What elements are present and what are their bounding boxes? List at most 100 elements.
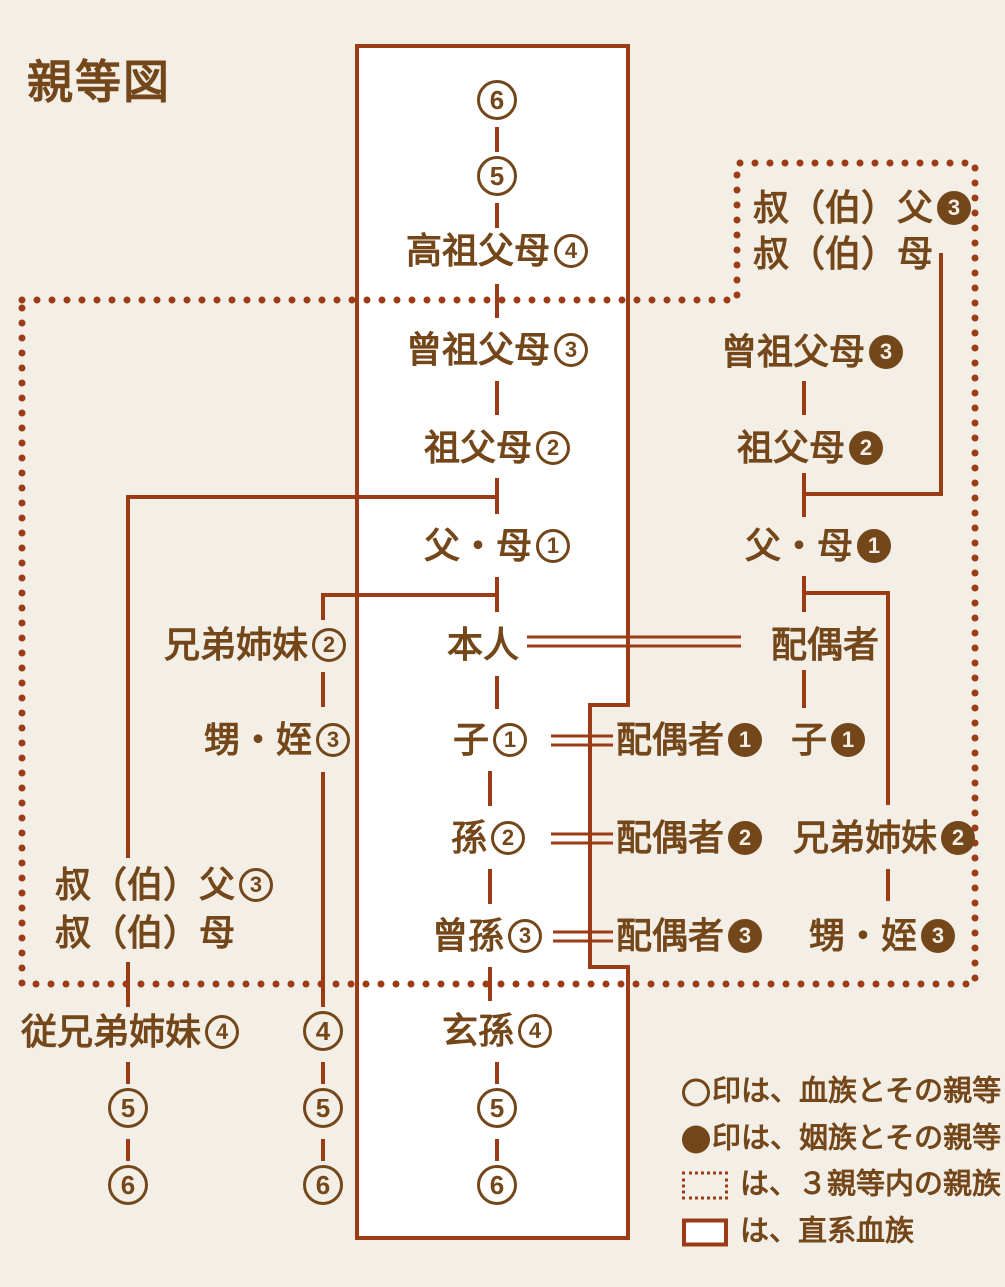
- node-oba_l: 叔（伯）母: [55, 915, 235, 951]
- degree-badge: 6: [303, 1165, 343, 1205]
- degree-badge: 6: [477, 1165, 517, 1205]
- node-label: 従兄弟姉妹: [20, 1011, 202, 1052]
- node-label: 叔（伯）父: [753, 187, 934, 228]
- degree-badge: 3: [554, 333, 589, 367]
- legend-item-open-circle: 印は、血族とその親等: [682, 1075, 1002, 1108]
- node-haigusha: 配偶者: [771, 627, 879, 663]
- connector-lines: [126, 127, 943, 1161]
- node-label: 祖父母: [736, 427, 846, 468]
- node-label: 配偶者: [616, 719, 725, 760]
- degree-badge: 5: [108, 1088, 148, 1128]
- degree-badge: 3: [239, 868, 274, 902]
- degree-badge: 5: [303, 1088, 343, 1128]
- degree-badge: 1: [536, 529, 571, 563]
- marriage-double-lines: [527, 635, 741, 943]
- degree-badge: 1: [857, 529, 892, 563]
- node-label: 祖父母: [423, 427, 533, 468]
- node-deg5_bottom: 5: [477, 1088, 517, 1128]
- node-label: 子: [790, 719, 828, 760]
- node-deg5_top: 5: [477, 156, 517, 196]
- legend-text: 印は、姻族とその親等: [712, 1122, 1002, 1155]
- node-label: 兄弟姉妹: [163, 624, 309, 665]
- legend-text: は、直系血族: [740, 1215, 915, 1248]
- degree-badge: 3: [316, 723, 351, 757]
- node-label: 兄弟姉妹: [792, 817, 938, 858]
- node-label: 高祖父母: [405, 230, 551, 271]
- degree-badge: 6: [108, 1165, 148, 1205]
- degree-badge: 5: [477, 156, 517, 196]
- degree-badge: 2: [849, 431, 884, 465]
- node-label: 甥・姪: [203, 719, 313, 760]
- node-honnin: 本人: [447, 627, 519, 663]
- node-label: 玄孫: [441, 1010, 515, 1051]
- legend-item-dotted-box: は、３親等内の親族: [682, 1168, 1002, 1201]
- degree-badge: 1: [831, 723, 866, 757]
- third-degree-dotted-boundary: [18, 159, 979, 988]
- degree-badge: 6: [477, 80, 517, 120]
- node-label: 配偶者: [616, 915, 725, 956]
- legend-text: 印は、血族とその親等: [712, 1075, 1002, 1108]
- page-title: 親等図: [27, 56, 171, 108]
- degree-badge: 2: [312, 628, 347, 662]
- node-label: 孫: [450, 817, 488, 858]
- node-label: 曾祖父母: [720, 331, 866, 372]
- degree-badge: 2: [536, 431, 571, 465]
- node-deg6_l2: 6: [303, 1165, 343, 1205]
- solid-box-icon: [682, 1218, 728, 1246]
- legend-item-solid-box: は、直系血族: [682, 1215, 915, 1248]
- node-label: 曾祖父母: [405, 329, 551, 370]
- node-deg5_l1: 5: [108, 1088, 148, 1128]
- node-label: 子: [452, 719, 490, 760]
- node-deg6_l1: 6: [108, 1165, 148, 1205]
- node-label: 配偶者: [616, 817, 725, 858]
- legend-text: は、３親等内の親族: [740, 1168, 1002, 1201]
- degree-badge: 3: [508, 919, 543, 953]
- node-deg6_bottom: 6: [477, 1165, 517, 1205]
- degree-badge: 2: [941, 821, 976, 855]
- node-label: 叔（伯）母: [55, 912, 236, 953]
- node-label: 曾孫: [431, 915, 505, 956]
- degree-badge: 4: [554, 234, 589, 268]
- node-label: 父・母: [423, 525, 533, 566]
- node-label: 叔（伯）母: [753, 233, 934, 274]
- node-label: 本人: [446, 624, 520, 665]
- degree-badge: 5: [477, 1088, 517, 1128]
- degree-badge: 4: [205, 1015, 240, 1049]
- filled-circle-icon: [682, 1125, 710, 1153]
- node-label: 甥・姪: [808, 915, 918, 956]
- open-circle-icon: [682, 1078, 710, 1106]
- dotted-box-icon: [682, 1171, 728, 1199]
- node-deg4_l2: 4: [303, 1011, 343, 1051]
- degree-badge: 1: [493, 723, 528, 757]
- legend-item-filled-circle: 印は、姻族とその親等: [682, 1122, 1002, 1155]
- degree-badge: 2: [491, 821, 526, 855]
- degree-badge: 3: [921, 919, 956, 953]
- degree-badge: 3: [728, 919, 763, 953]
- degree-badge: 3: [869, 335, 904, 369]
- node-deg6_top: 6: [477, 80, 517, 120]
- degree-badge: 1: [728, 723, 763, 757]
- node-label: 叔（伯）父: [55, 864, 236, 905]
- degree-badge: 4: [518, 1014, 553, 1048]
